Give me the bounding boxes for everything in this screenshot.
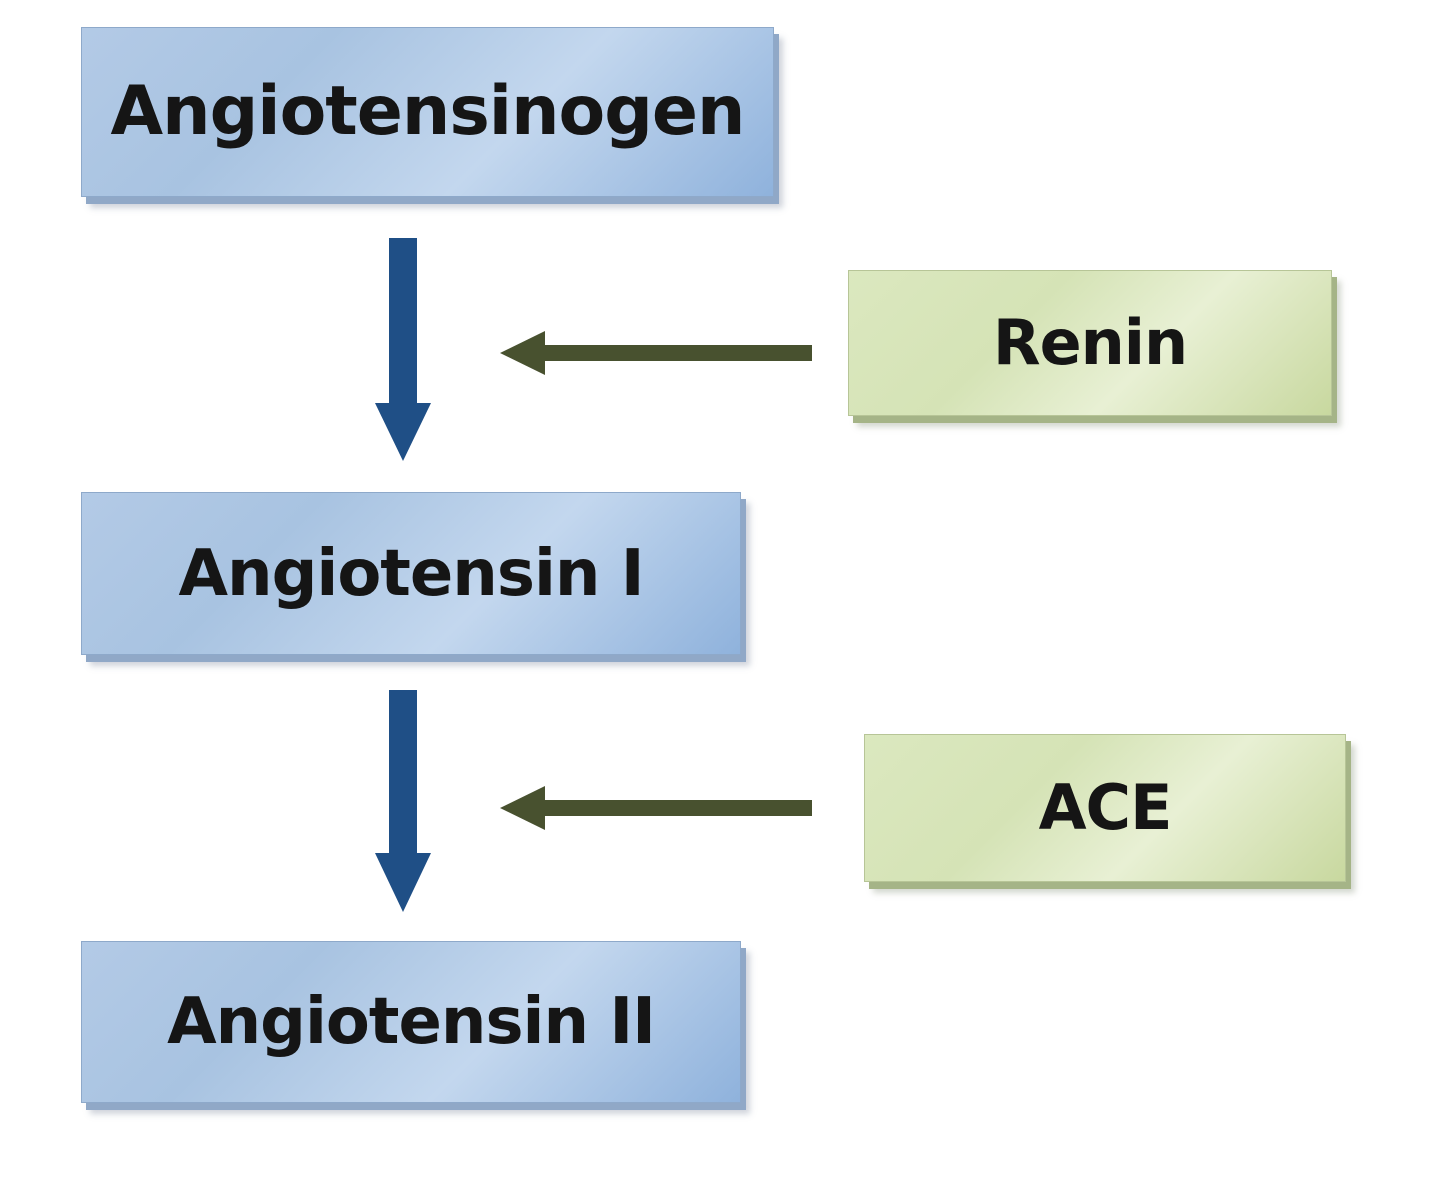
renin-label: Renin [992, 306, 1188, 379]
conversion-arrow-shaft-2 [389, 690, 417, 856]
conversion-arrow-head-1 [375, 403, 431, 461]
ace-label: ACE [1038, 771, 1173, 844]
angiotensinogen-label: Angiotensinogen [110, 72, 746, 151]
angiotensin-i-label: Angiotensin I [178, 536, 644, 611]
ace-arrow-shaft [540, 800, 812, 816]
angiotensinogen-to-angiotensin-i-arrow [375, 238, 431, 461]
renin-arrow-head [500, 331, 545, 375]
renin-box: Renin [848, 270, 1332, 416]
angiotensin-i-box: Angiotensin I [81, 492, 741, 655]
angiotensinogen-box: Angiotensinogen [81, 27, 774, 197]
ace-box: ACE [864, 734, 1346, 882]
conversion-arrow-shaft-1 [389, 238, 417, 406]
ace-enzyme-arrow [500, 786, 812, 830]
renin-arrow-shaft [540, 345, 812, 361]
angiotensin-ii-box: Angiotensin II [81, 941, 741, 1103]
conversion-arrow-head-2 [375, 853, 431, 912]
ace-arrow-head [500, 786, 545, 830]
angiotensin-i-to-angiotensin-ii-arrow [375, 690, 431, 912]
renin-enzyme-arrow [500, 331, 812, 375]
angiotensin-ii-label: Angiotensin II [167, 985, 656, 1059]
